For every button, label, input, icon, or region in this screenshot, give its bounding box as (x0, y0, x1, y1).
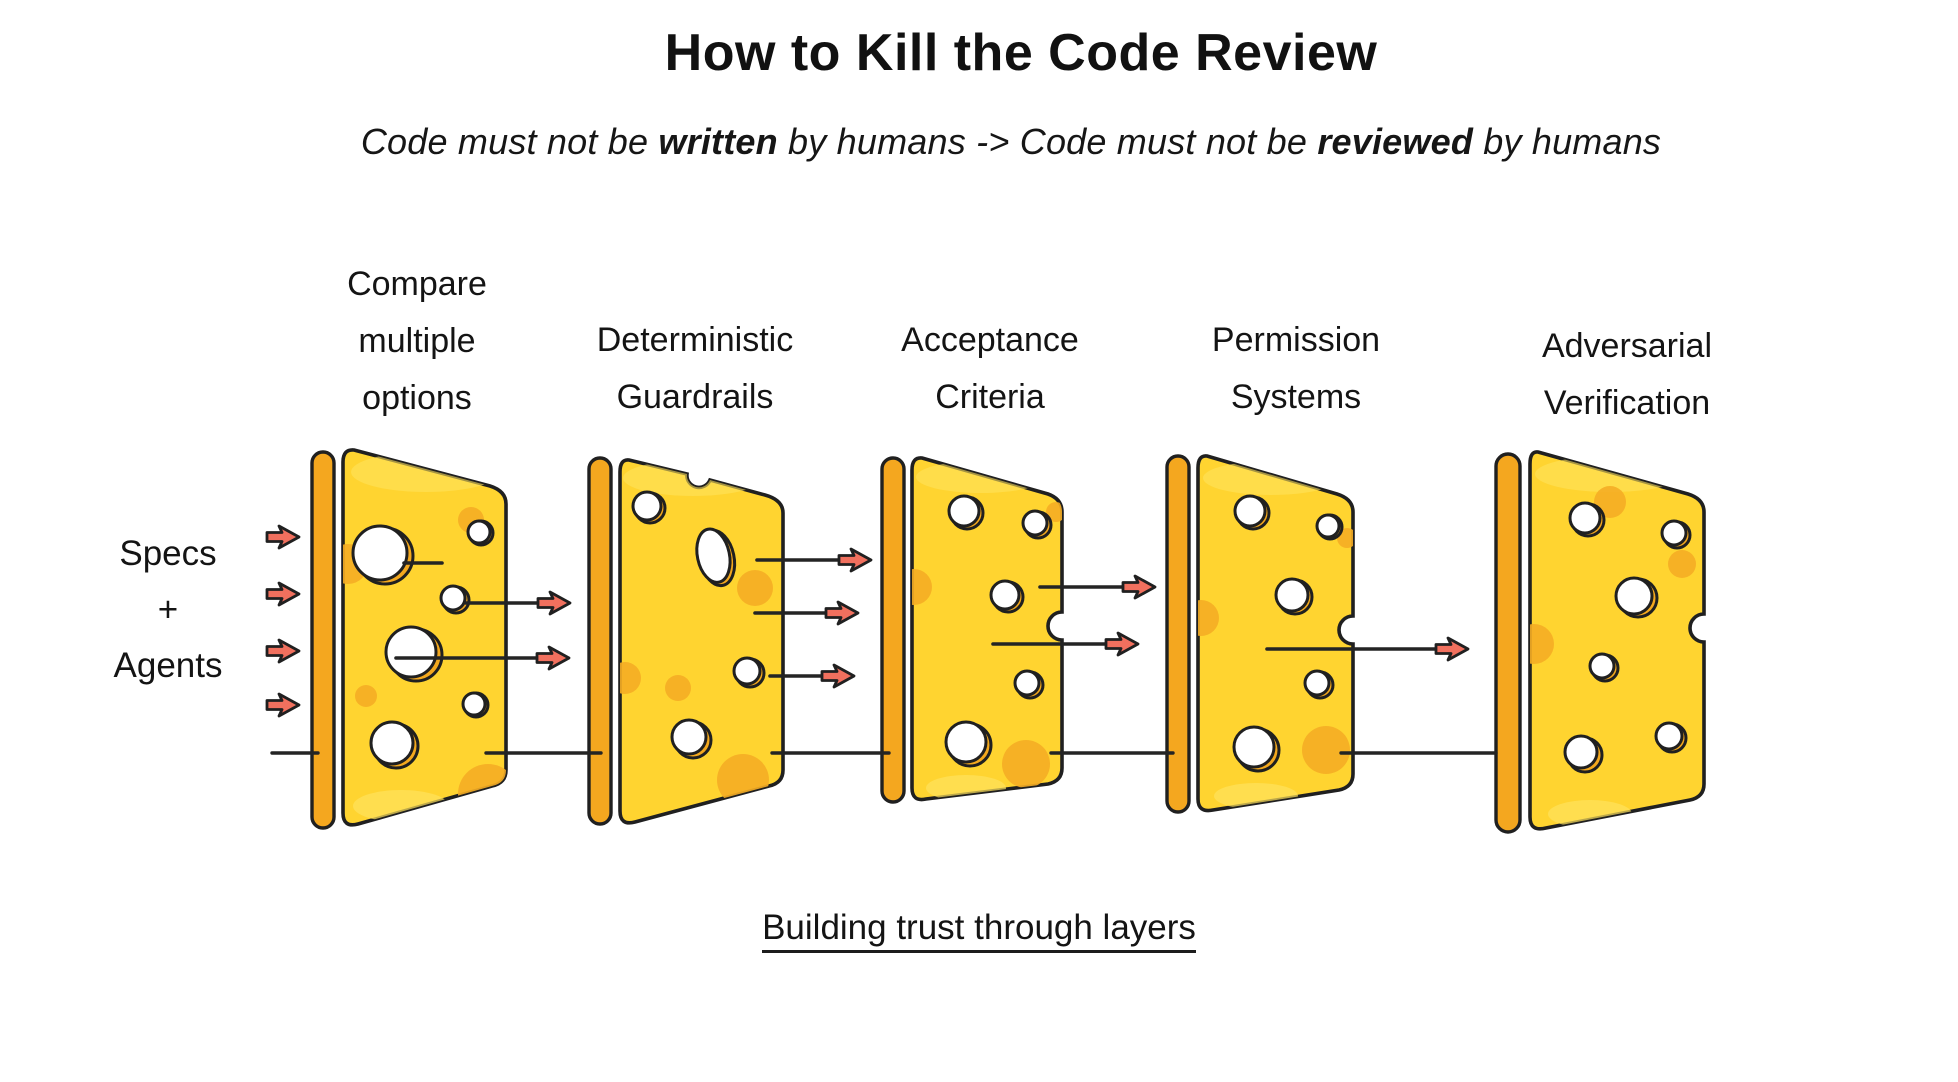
subtitle: Code must not be written by humans -> Co… (32, 120, 1958, 164)
cheese-rim (1494, 452, 1522, 834)
layer-label-line: Criteria (935, 378, 1045, 416)
cheese-slice-4 (1165, 454, 1355, 814)
cheese-face (1196, 454, 1355, 813)
layer-label-line: Guardrails (616, 378, 774, 416)
layer-label-deterministic-guardrails: Deterministic Guardrails (555, 312, 835, 426)
cheese-slice-3 (880, 456, 1064, 804)
cheese-hole (351, 519, 495, 770)
flow-arrow-heads (535, 547, 1470, 689)
layer-label-line: multiple (358, 322, 476, 360)
subtitle-part-bold: reviewed (1317, 121, 1474, 162)
cheese-hole (631, 490, 766, 760)
cheese-rim (880, 456, 906, 804)
input-arrow-icons (265, 524, 301, 718)
layer-label-adversarial-verification: Adversarial Verification (1487, 318, 1767, 432)
layer-label-line: Systems (1230, 378, 1362, 416)
layer-label-line: Compare (347, 265, 487, 303)
subtitle-part: by humans (1473, 121, 1662, 162)
source-line: + (157, 590, 179, 629)
layer-label-line: options (362, 379, 472, 417)
subtitle-part-bold: written (658, 121, 778, 162)
cheese-hole (1232, 494, 1344, 773)
caption-text: Building trust through layers (762, 908, 1196, 953)
cheese-rim (1165, 454, 1191, 814)
source-line: Specs (119, 534, 217, 573)
cheese-hole (1563, 501, 1692, 774)
source-label-specs-agents: Specs + Agents (48, 526, 288, 694)
cheese-slice-2 (587, 456, 785, 826)
cheese-slice-1 (310, 448, 508, 830)
flow-arrow-lines (394, 558, 1438, 678)
layer-label-line: Permission (1211, 321, 1381, 359)
cheese-face (618, 458, 785, 825)
cheese-rim (310, 450, 336, 830)
subtitle-part: Code must not be (360, 121, 659, 162)
caption: Building trust through layers (0, 906, 1958, 953)
subtitle-part: by humans -> Code must not be (777, 121, 1318, 162)
layer-label-line: Verification (1543, 384, 1711, 422)
layer-label-line: Deterministic (596, 321, 794, 359)
layer-label-compare-multiple-options: Compare multiple options (277, 256, 557, 427)
cheese-slice-5 (1494, 450, 1706, 834)
source-line: Agents (113, 646, 223, 685)
cheese-hole (944, 494, 1053, 768)
layer-label-permission-systems: Permission Systems (1156, 312, 1436, 426)
page-title: How to Kill the Code Review (664, 24, 1378, 82)
layer-label-line: Adversarial (1541, 327, 1713, 365)
layer-label-acceptance-criteria: Acceptance Criteria (850, 312, 1130, 426)
layer-label-line: Acceptance (901, 321, 1079, 359)
cheese-rim (587, 456, 613, 826)
